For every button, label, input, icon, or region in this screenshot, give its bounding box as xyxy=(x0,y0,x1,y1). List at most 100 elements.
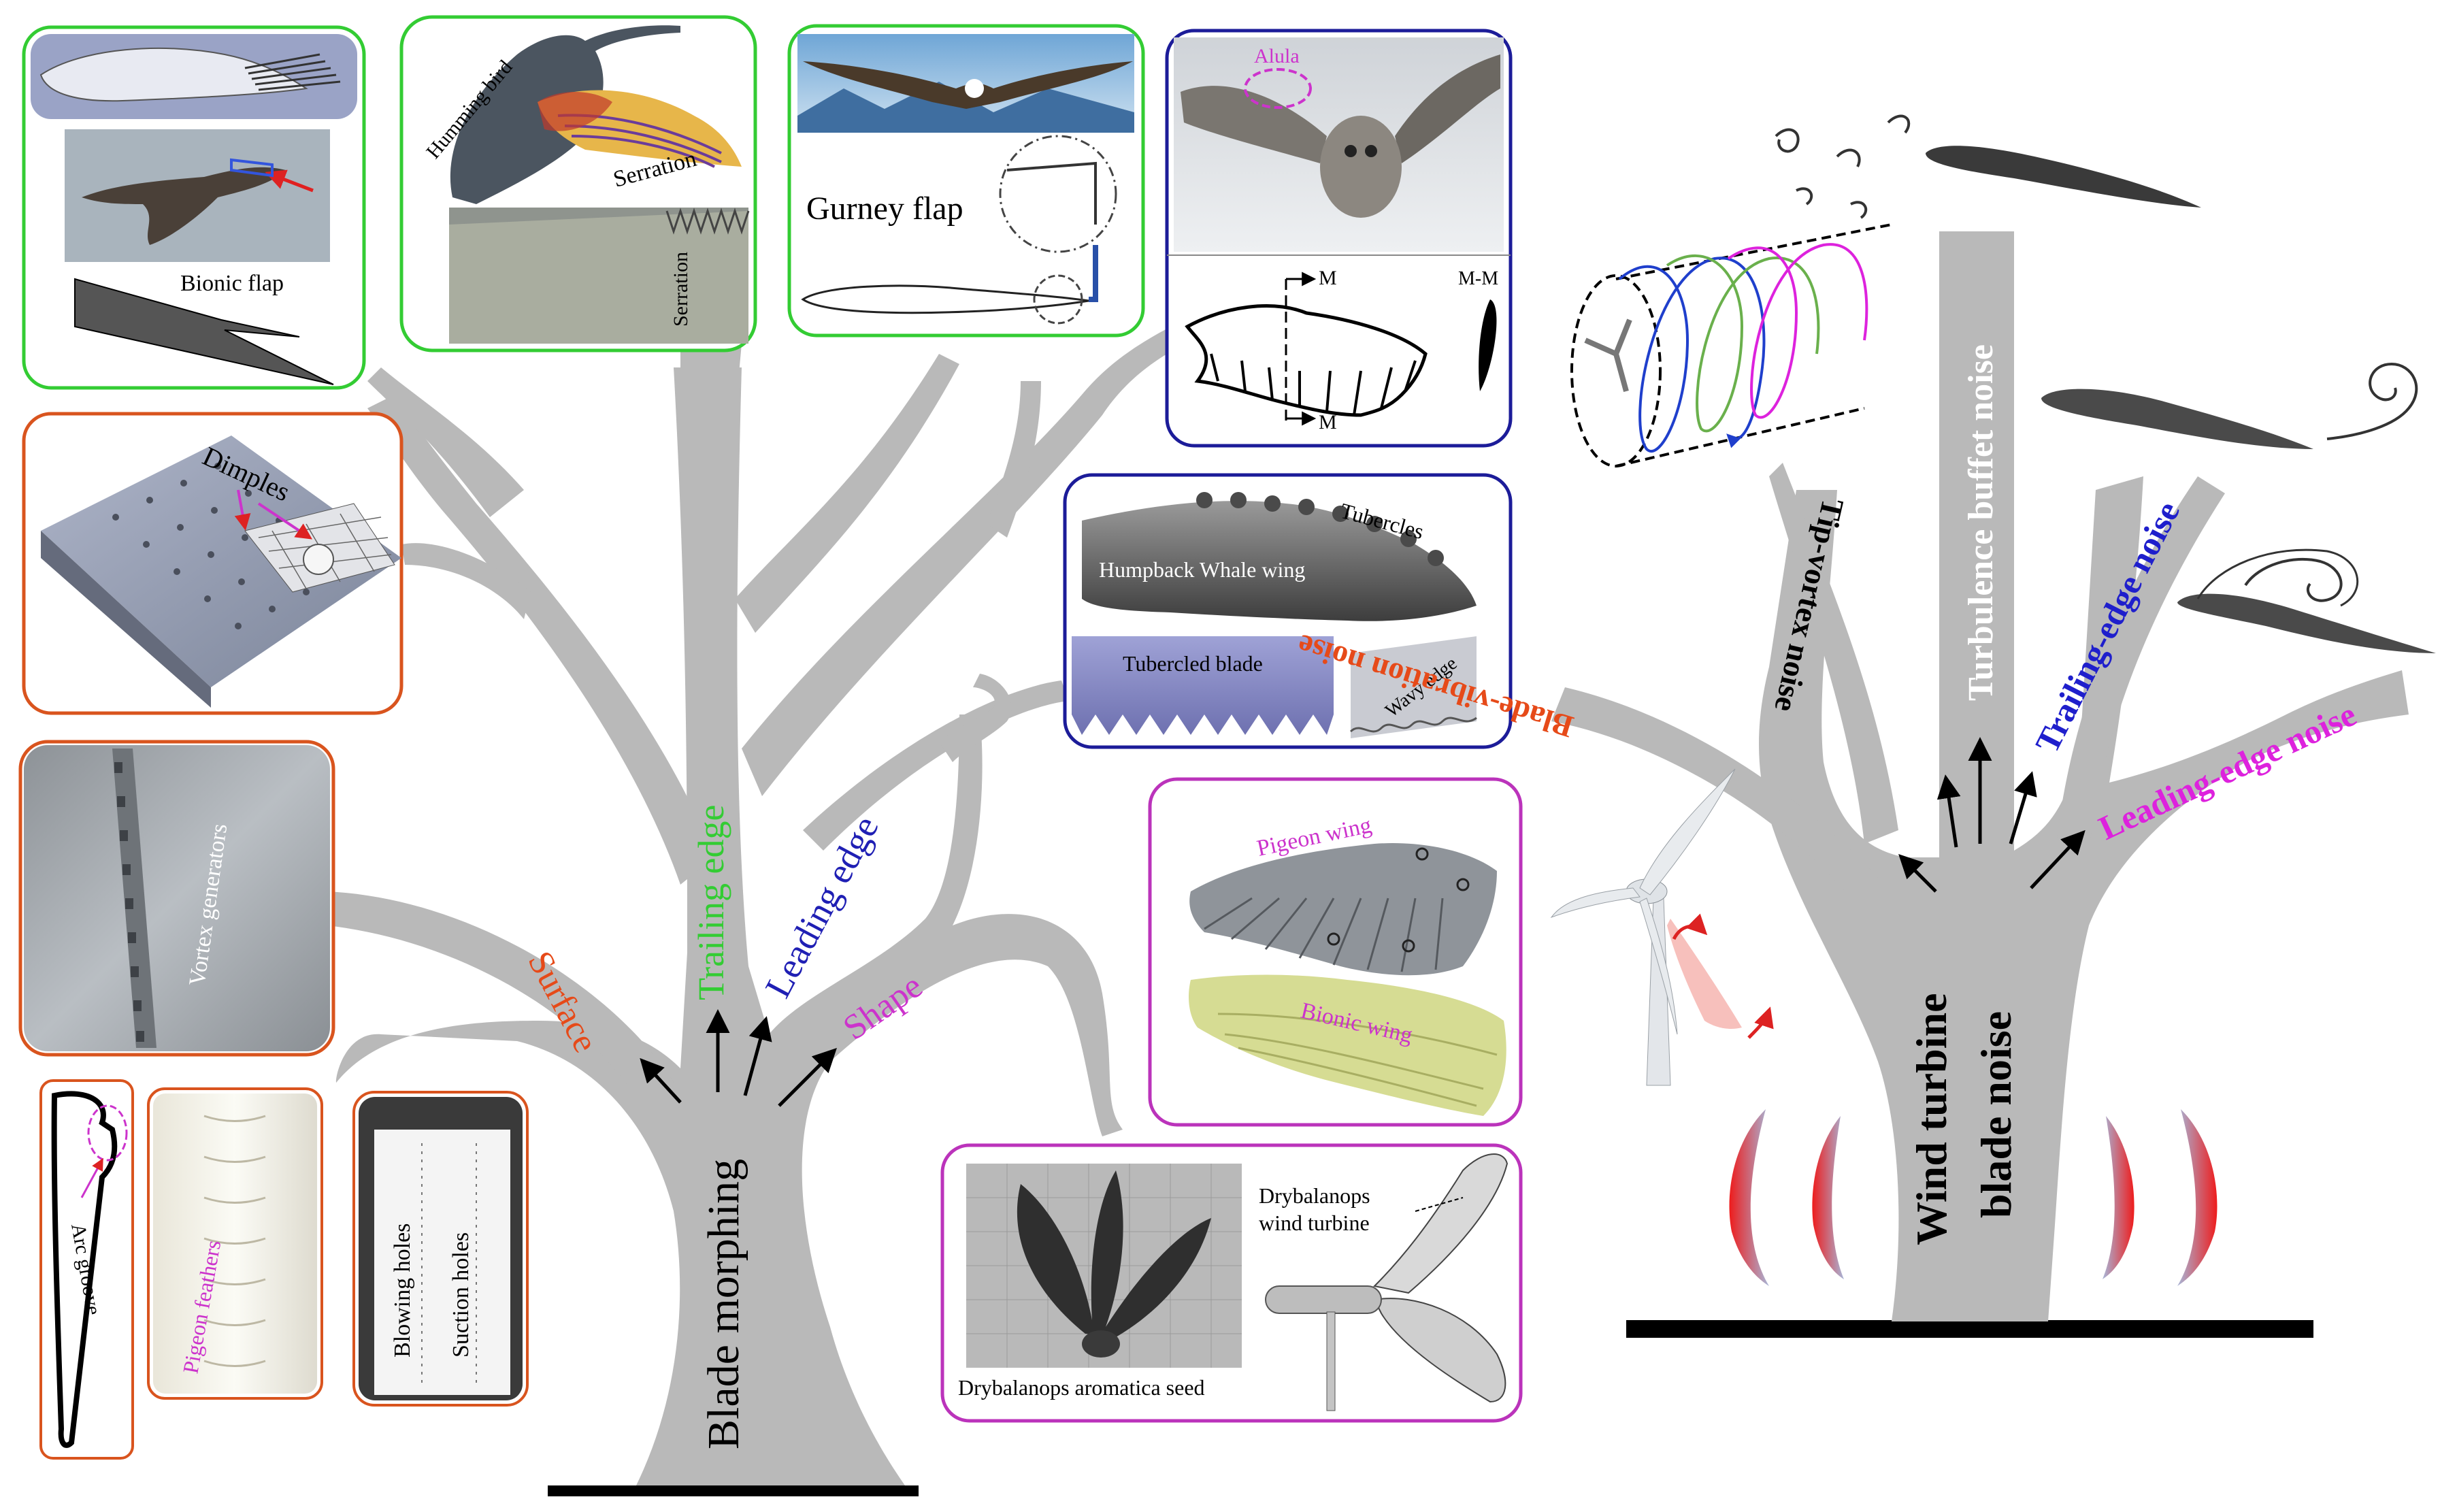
turbine-nacelle xyxy=(1265,1285,1382,1314)
flap-airfoil xyxy=(39,47,308,102)
section-mark-bottom: M xyxy=(1319,411,1337,433)
panel-arc-groove: Arc groove xyxy=(39,1079,134,1460)
right-trunk-line1: Wind turbine xyxy=(1907,993,1956,1246)
seed-nut xyxy=(1082,1330,1120,1358)
bionic-wing-ridges xyxy=(1217,1013,1498,1107)
spiral-bottom-outer xyxy=(2196,548,2359,607)
turbine-blade-left xyxy=(1550,887,1641,919)
right-branch-bladevib xyxy=(1551,687,1878,898)
gurney-zoom-profile xyxy=(1006,161,1097,225)
branch-left-big xyxy=(367,395,714,885)
branch-top-right xyxy=(735,354,959,633)
helix-green xyxy=(1666,254,1820,433)
hummingbird-red-patch xyxy=(538,92,612,131)
serration-label-photo: Serration xyxy=(670,252,692,327)
bird-red-arrow xyxy=(265,169,314,193)
airfoil-top xyxy=(1926,146,2201,208)
sound-arc-right-outer xyxy=(2177,1109,2218,1286)
bionic-flap-profile xyxy=(74,278,334,385)
bionic-wing-shape xyxy=(1189,974,1506,1116)
tubercled-blade-label: Tubercled blade xyxy=(1123,651,1263,676)
serration-teeth xyxy=(665,208,750,235)
right-ground-line xyxy=(1626,1320,2313,1338)
wind-turbine xyxy=(1550,768,1774,1086)
humpback-wing-label: Humpback Whale wing xyxy=(1099,557,1305,582)
label-leading-edge-noise: Leading-edge noise xyxy=(2093,695,2362,847)
branch-left-low xyxy=(327,891,674,1102)
alula-dashed xyxy=(1244,68,1312,109)
panel-drybalanops: Drybalanops aromatica seed Drybalanops w… xyxy=(940,1143,1523,1423)
arrow-leading-noise xyxy=(2030,829,2085,889)
arrow-blade-vibration xyxy=(1898,854,1937,893)
dimple-plate xyxy=(41,435,401,687)
wing-outline xyxy=(1185,304,1428,417)
section-label: M-M xyxy=(1458,268,1498,289)
arrow-trailing-noise xyxy=(2009,771,2037,844)
left-ground-line xyxy=(548,1485,919,1496)
drybalanops-turbine-line1: Drybalanops xyxy=(1259,1183,1370,1208)
owl-wing-left xyxy=(1181,86,1327,163)
turbine-tower xyxy=(1326,1311,1336,1411)
airfoil-bottom xyxy=(2177,593,2436,653)
blowing-holes-label: Blowing holes xyxy=(390,1223,415,1358)
wing-feather-strokes xyxy=(1210,353,1417,416)
panel-serration: Humming bird Serration Serration xyxy=(399,15,757,352)
turbine-red-arrow-a xyxy=(1672,913,1708,940)
owl-eye-right xyxy=(1365,145,1377,157)
panel-dimples: Dimples xyxy=(22,412,403,715)
dimple-sphere xyxy=(303,544,334,575)
branch-right-curl xyxy=(939,674,1012,762)
wavy-edge-line xyxy=(1349,717,1477,733)
gurney-zoom-circle xyxy=(999,135,1117,253)
left-tree xyxy=(327,313,1204,1496)
gurney-tab xyxy=(1089,245,1098,302)
branch-center-top xyxy=(680,344,742,381)
arrow-shape xyxy=(778,1048,837,1107)
panel-bionic-flap: Bionic flap xyxy=(22,25,366,390)
arrow-leading xyxy=(743,1016,772,1096)
eagle-head xyxy=(965,79,984,98)
flap-teeth xyxy=(244,53,341,91)
label-turbulence-buffet: Turbulence buffet noise xyxy=(1962,344,2000,701)
holes-card xyxy=(374,1130,510,1395)
spiral-middle xyxy=(2326,362,2418,440)
turbine-rotor-small xyxy=(1584,318,1632,393)
right-airfoils xyxy=(1775,114,2436,653)
branch-right-low xyxy=(803,680,1068,851)
vg-teeth xyxy=(114,762,144,1042)
turbine-blade-up xyxy=(1639,768,1736,895)
tubercled-blade xyxy=(1072,636,1334,735)
owl-wing-right xyxy=(1395,54,1500,163)
spiral-bottom xyxy=(2244,558,2343,602)
section-profile xyxy=(1479,299,1497,391)
right-tree-arrows xyxy=(1898,737,2085,893)
helix-front-dashed xyxy=(1570,274,1662,467)
right-trunk-line2: blade noise xyxy=(1972,1011,2020,1218)
helix-magenta xyxy=(1727,243,1868,419)
airfoil-middle xyxy=(2041,389,2313,449)
arc-groove-pointer xyxy=(80,1157,103,1198)
pigeon-wing-markers xyxy=(1327,847,1470,953)
sound-arc-left-outer xyxy=(1729,1109,1769,1286)
vg-strip xyxy=(112,749,156,1048)
panel-vortex-generators: Vortex generators xyxy=(18,740,335,1057)
tip-vortex-helix xyxy=(1570,223,1892,467)
whale-tubercle-bumps xyxy=(1196,492,1444,566)
seed-wings xyxy=(1017,1170,1211,1337)
pigeon-wing-feathers xyxy=(1204,897,1444,972)
left-trunk-label: Blade morphing xyxy=(699,1159,748,1449)
gurney-small-circle xyxy=(1033,274,1083,325)
helix-blue xyxy=(1618,257,1766,453)
right-tree xyxy=(1551,231,2409,1338)
arc-groove-airfoil xyxy=(51,1091,118,1448)
alula-label: Alula xyxy=(1254,45,1300,67)
drybalanops-seed-label: Drybalanops aromatica seed xyxy=(958,1375,1205,1400)
owl-eye-left xyxy=(1345,145,1357,157)
right-branch-tipvortex xyxy=(1769,463,1898,844)
turbine-blade-down xyxy=(1639,898,1678,1035)
turbine-blade-top xyxy=(1372,1153,1508,1294)
sound-waves xyxy=(1729,1109,2218,1286)
section-mark-top: M xyxy=(1319,267,1337,289)
panel-alula: Alula M M M-M xyxy=(1165,29,1513,448)
